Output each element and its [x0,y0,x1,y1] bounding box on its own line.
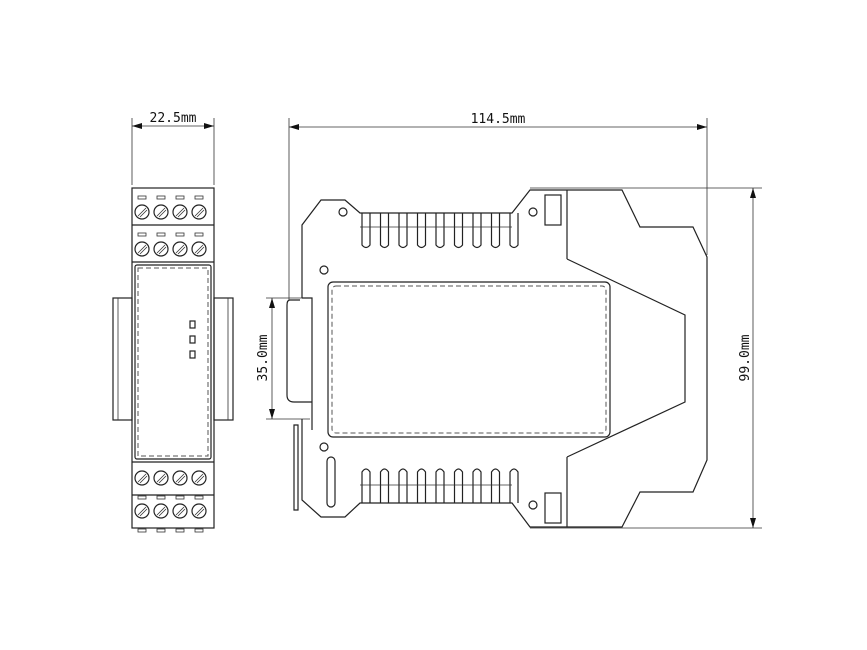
led-indicator [189,350,196,359]
vent-fin [416,468,427,503]
latch-window [544,492,562,524]
terminal-slot [137,232,147,237]
terminal-screw-icon [191,241,207,257]
terminal-screw-icon [191,470,207,486]
latch-window [544,194,562,226]
led-indicator [189,335,196,344]
terminal-screw-icon [153,204,169,220]
terminal-screw-icon [172,503,188,519]
terminal-screw-icon [172,241,188,257]
vent-fin [398,468,408,503]
terminal-slot [156,195,166,200]
width-dimension: 22.5mm [131,111,215,185]
terminal-screw-icon [134,204,150,220]
front-body [131,187,215,529]
terminal-slot [175,195,185,200]
terminal-screw-icon [134,241,150,257]
side-view: 114.5mm 99.0mm 35.0mm [256,112,762,529]
mounting-hole [319,442,329,452]
front-cover-profile [566,258,686,458]
vent-fins [360,213,519,503]
vent-fin [361,468,371,503]
length-dimension: 114.5mm [288,112,708,300]
terminal-slot [194,495,204,500]
terminal-slot [175,528,185,533]
led-indicator [189,320,196,329]
length-label: 114.5mm [471,112,526,127]
front-view: 22.5mm [112,111,234,533]
label-area [327,281,611,438]
terminal-slot [137,528,147,533]
terminal-slot [175,495,185,500]
left-clip [112,297,133,421]
vent-fin [435,213,445,249]
terminal-screw-icon [134,503,150,519]
vent-fin [416,213,427,249]
vent-fin [490,213,501,249]
terminal-slot [194,232,204,237]
slot [326,456,336,508]
vent-fin [453,468,464,503]
terminal-slot [156,232,166,237]
housing-outline [301,189,708,528]
vent-fin [490,468,501,503]
terminal-slot [137,495,147,500]
terminal-screw-icon [153,470,169,486]
mounting-hole [528,500,538,510]
vent-fin [435,468,445,503]
vent-fin [472,468,482,503]
terminal-screw-icon [191,204,207,220]
terminal-slot [194,195,204,200]
vent-fin [453,213,464,249]
din-rail-dimension: 35.0mm [256,297,310,420]
terminal-screw-icon [153,241,169,257]
terminal-screw-icon [172,204,188,220]
terminal-screw-icon [191,503,207,519]
mounting-hole [338,207,348,217]
vent-fin [509,468,519,503]
terminal-slot [137,195,147,200]
terminal-screw-icon [134,470,150,486]
mounting-hole [528,207,538,217]
width-label: 22.5mm [150,111,197,126]
vent-fin [379,213,390,249]
vent-fin [379,468,390,503]
terminal-slot [175,232,185,237]
din-clip [286,297,313,430]
vent-fin [509,213,519,249]
height-dimension: 99.0mm [530,187,762,529]
terminal-screws [134,195,207,533]
din-rail-label: 35.0mm [256,334,271,381]
terminal-slot [156,528,166,533]
vent-fin [472,213,482,249]
height-label: 99.0mm [738,334,753,381]
terminal-slot [194,528,204,533]
vent-fin [361,213,371,249]
vent-fin [398,213,408,249]
terminal-screw-icon [153,503,169,519]
terminal-screw-icon [172,470,188,486]
right-clip [213,297,234,421]
front-window [134,264,212,460]
mounting-hole [319,265,329,275]
terminal-slot [156,495,166,500]
